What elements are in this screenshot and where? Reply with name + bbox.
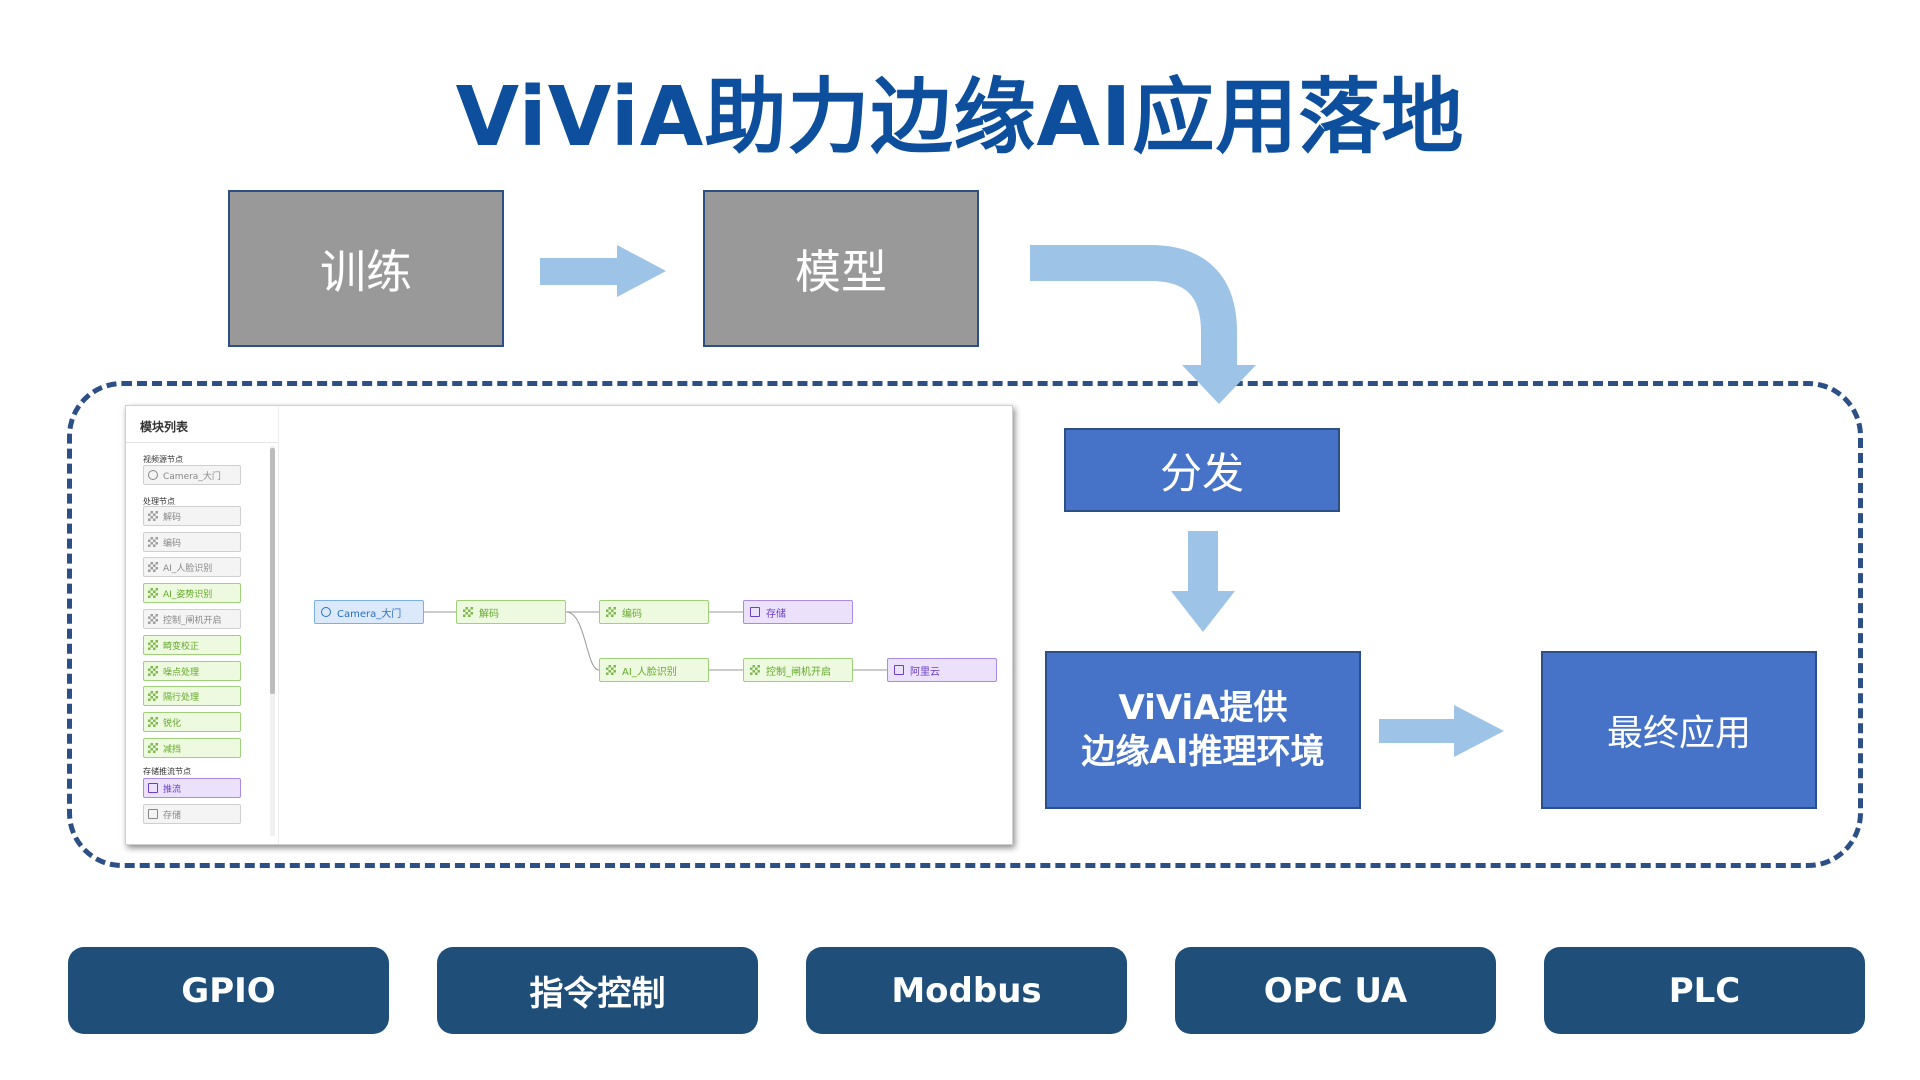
protocol-pill: GPIO bbox=[68, 947, 389, 1034]
grid-icon bbox=[148, 666, 158, 676]
database-icon bbox=[750, 607, 760, 617]
protocol-label: 指令控制 bbox=[529, 974, 666, 1014]
canvas-node-store[interactable]: 存储 bbox=[743, 600, 853, 624]
canvas-node-encode[interactable]: 编码 bbox=[599, 600, 709, 624]
grid-icon bbox=[606, 665, 616, 675]
train-box: 训练 bbox=[228, 190, 504, 347]
grid-icon bbox=[463, 607, 473, 617]
group-processing: 处理节点 bbox=[143, 497, 175, 506]
canvas-node-aliyun[interactable]: 阿里云 bbox=[887, 658, 997, 682]
module-label: AI_人脸识别 bbox=[163, 563, 213, 574]
model-label: 模型 bbox=[795, 244, 887, 299]
module-label: 编码 bbox=[163, 538, 182, 549]
sidebar-divider bbox=[126, 442, 278, 443]
module-label: 锐化 bbox=[163, 718, 182, 729]
module-label: 推流 bbox=[163, 784, 182, 795]
protocol-pill: OPC UA bbox=[1175, 947, 1496, 1034]
grid-icon bbox=[148, 717, 158, 727]
grid-icon bbox=[750, 665, 760, 675]
module-item[interactable]: Camera_大门 bbox=[143, 465, 241, 485]
protocol-label: GPIO bbox=[181, 970, 276, 1011]
grid-icon bbox=[606, 607, 616, 617]
arrow-vivia-to-final bbox=[1379, 705, 1504, 757]
module-item[interactable]: 减挡 bbox=[143, 738, 241, 758]
module-item[interactable]: 噪点处理 bbox=[143, 661, 241, 681]
page-title: ViViA助力边缘AI应用落地 bbox=[455, 70, 1465, 165]
node-label: 控制_闸机开启 bbox=[766, 666, 831, 678]
train-label: 训练 bbox=[320, 244, 412, 299]
protocol-label: Modbus bbox=[891, 970, 1042, 1011]
module-label: 减挡 bbox=[163, 744, 182, 755]
module-label: AI_姿势识别 bbox=[163, 589, 213, 600]
module-item[interactable]: AI_人脸识别 bbox=[143, 557, 241, 577]
module-label: 控制_闸机开启 bbox=[163, 615, 222, 626]
module-item[interactable]: 编码 bbox=[143, 532, 241, 552]
grid-icon bbox=[148, 691, 158, 701]
protocol-label: OPC UA bbox=[1263, 970, 1408, 1011]
module-item[interactable]: 锐化 bbox=[143, 712, 241, 732]
module-item[interactable]: 隔行处理 bbox=[143, 686, 241, 706]
grid-icon bbox=[148, 562, 158, 572]
vivia-label-line1: ViViA提供 bbox=[1118, 688, 1288, 728]
module-item[interactable]: 存储 bbox=[143, 804, 241, 824]
node-label: 解码 bbox=[479, 608, 499, 620]
group-storage-push: 存储推流节点 bbox=[143, 767, 191, 776]
grid-icon bbox=[148, 537, 158, 547]
grid-icon bbox=[148, 640, 158, 650]
arrow-distribute-to-vivia bbox=[1171, 531, 1235, 632]
node-label: Camera_大门 bbox=[337, 608, 402, 620]
vivia-box: ViViA提供 边缘AI推理环境 bbox=[1045, 651, 1361, 809]
module-item[interactable]: 解码 bbox=[143, 506, 241, 526]
module-item[interactable]: 畸变校正 bbox=[143, 635, 241, 655]
module-item[interactable]: AI_姿势识别 bbox=[143, 583, 241, 603]
node-label: AI_人脸识别 bbox=[622, 666, 677, 678]
database-icon bbox=[894, 665, 904, 675]
module-label: 畸变校正 bbox=[163, 641, 200, 652]
sidebar-scroll-thumb[interactable] bbox=[270, 448, 275, 694]
module-label: 隔行处理 bbox=[163, 692, 200, 703]
node-label: 阿里云 bbox=[910, 666, 940, 678]
final-app-label: 最终应用 bbox=[1606, 713, 1751, 754]
database-icon bbox=[148, 809, 158, 819]
edge-environment-container bbox=[67, 381, 1863, 868]
canvas-node-gate-control[interactable]: 控制_闸机开启 bbox=[743, 658, 853, 682]
protocol-pill: 指令控制 bbox=[437, 947, 758, 1034]
module-label: 存储 bbox=[163, 810, 182, 821]
model-box: 模型 bbox=[703, 190, 979, 347]
arrow-model-to-distribute bbox=[1030, 245, 1256, 404]
camera-icon bbox=[148, 470, 158, 480]
module-label: 噪点处理 bbox=[163, 667, 200, 678]
camera-icon bbox=[321, 607, 331, 617]
group-video-source: 视频源节点 bbox=[143, 455, 183, 464]
module-label: Camera_大门 bbox=[163, 471, 221, 482]
database-icon bbox=[148, 783, 158, 793]
canvas-node-decode[interactable]: 解码 bbox=[456, 600, 566, 624]
grid-icon bbox=[148, 614, 158, 624]
node-label: 存储 bbox=[766, 608, 786, 620]
canvas-node-face-recognition[interactable]: AI_人脸识别 bbox=[599, 658, 709, 682]
sidebar-title: 模块列表 bbox=[140, 420, 189, 434]
module-sidebar: 模块列表 视频源节点 处理节点 存储推流节点 Camera_大门解码编码 AI_人… bbox=[126, 406, 279, 844]
arrow-train-to-model bbox=[540, 245, 666, 297]
final-app-box: 最终应用 bbox=[1541, 651, 1817, 809]
vivia-label-line2: 边缘AI推理环境 bbox=[1081, 732, 1325, 772]
grid-icon bbox=[148, 511, 158, 521]
protocol-label: PLC bbox=[1668, 970, 1741, 1011]
module-item[interactable]: 推流 bbox=[143, 778, 241, 798]
canvas-node-camera[interactable]: Camera_大门 bbox=[314, 600, 424, 624]
module-item[interactable]: 控制_闸机开启 bbox=[143, 609, 241, 629]
node-label: 编码 bbox=[622, 608, 642, 620]
module-label: 解码 bbox=[163, 512, 182, 523]
distribute-label: 分发 bbox=[1159, 448, 1244, 498]
grid-icon bbox=[148, 743, 158, 753]
grid-icon bbox=[148, 588, 158, 598]
pipeline-edges bbox=[424, 611, 887, 671]
protocol-pill: PLC bbox=[1544, 947, 1865, 1034]
protocol-pill: Modbus bbox=[806, 947, 1127, 1034]
distribute-box: 分发 bbox=[1064, 428, 1340, 512]
